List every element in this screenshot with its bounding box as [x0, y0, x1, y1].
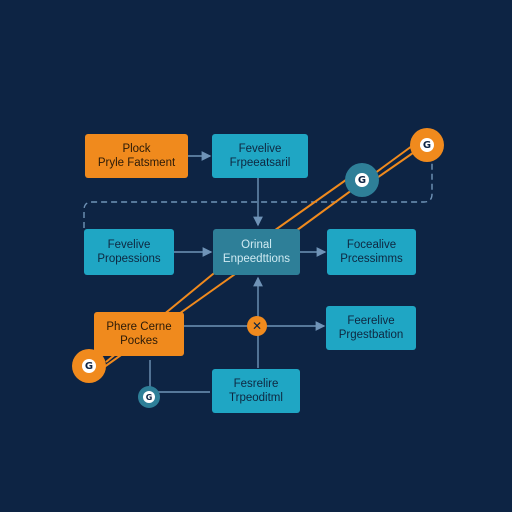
node-top-left-line1: Plock	[122, 142, 151, 155]
node-bottom-mid[interactable]: Fesrelire Trpeoditml	[212, 369, 300, 413]
badge-mid-upper-glyph: G	[355, 173, 369, 187]
node-mid-left-line2: Propessions	[97, 253, 161, 265]
node-low-right-line2: Prgestbation	[338, 329, 404, 341]
node-top-mid-line2: Frpeeatsaril	[229, 157, 291, 169]
badge-mid-upper-icon[interactable]: G	[345, 163, 379, 197]
node-top-mid-line1: Fevelive	[238, 142, 282, 155]
node-mid-right[interactable]: Focealive Prcessimms	[327, 229, 416, 275]
node-mid-right-line1: Focealive	[346, 238, 397, 251]
badge-bottom-small-glyph: G	[143, 391, 155, 403]
dashed-loop-connector	[83, 162, 433, 228]
badge-bottom-small-icon[interactable]: G	[138, 386, 160, 408]
node-low-left-line1: Phere Cerne	[106, 320, 172, 333]
node-low-left[interactable]: Phere Cerne Pockes	[94, 312, 184, 356]
node-low-right[interactable]: Feerelive Prgestbation	[326, 306, 416, 350]
node-top-left[interactable]: Plock Pryle Fatsment	[85, 134, 188, 178]
node-mid-left-line1: Fevelive	[107, 238, 151, 251]
node-bottom-mid-line1: Fesrelire	[233, 377, 279, 390]
badge-left-icon[interactable]: G	[72, 349, 106, 383]
junction-x-icon[interactable]: ✕	[247, 316, 267, 336]
node-low-right-line1: Feerelive	[347, 314, 395, 327]
connector-left-to-bottom	[149, 360, 210, 393]
badge-left-glyph: G	[82, 359, 96, 373]
node-center-line2: Enpeedttions	[222, 253, 291, 265]
node-center-line1: Orinal	[241, 238, 272, 251]
badge-top-right-glyph: G	[420, 138, 434, 152]
badge-top-right-icon[interactable]: G	[410, 128, 444, 162]
node-mid-left[interactable]: Fevelive Propessions	[84, 229, 174, 275]
node-low-left-line2: Pockes	[120, 335, 158, 347]
node-mid-right-line2: Prcessimms	[340, 253, 403, 265]
node-center[interactable]: Orinal Enpeedttions	[213, 229, 300, 275]
node-bottom-mid-line2: Trpeoditml	[229, 392, 283, 404]
node-top-left-line2: Pryle Fatsment	[97, 157, 176, 169]
node-top-mid[interactable]: Fevelive Frpeeatsaril	[212, 134, 308, 178]
